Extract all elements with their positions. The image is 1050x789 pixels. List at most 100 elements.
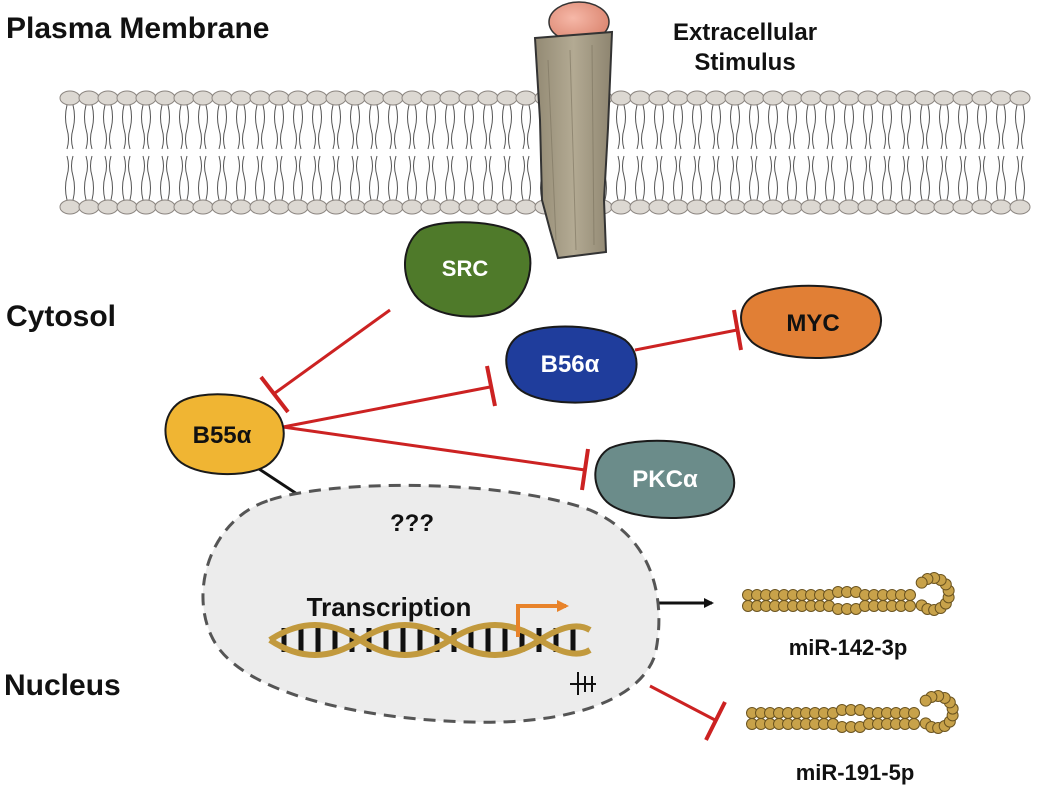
lipid-tails-lower [65, 155, 1025, 201]
lipid-head [1009, 90, 1031, 106]
lipid-head [477, 90, 499, 106]
lipid-head [857, 90, 879, 106]
lipid-tail [426, 155, 436, 201]
lipid-head [344, 199, 366, 215]
edge-b55-inhibits-b56 [282, 385, 491, 429]
node-src: SRC [403, 221, 532, 318]
lipid-head [819, 199, 841, 215]
lipid-head [135, 199, 157, 215]
lipid-tail [179, 155, 189, 201]
node-b56: B56α [505, 325, 638, 404]
mirna-bead [904, 589, 916, 601]
lipid-head [211, 90, 233, 106]
lipid-tail [692, 155, 702, 201]
lipid-head [515, 199, 537, 215]
lipid-tail [749, 104, 759, 150]
lipid-head [477, 199, 499, 215]
lipid-head [990, 199, 1012, 215]
lipid-tail [1015, 104, 1025, 150]
lipid-head [800, 199, 822, 215]
edges [249, 308, 743, 741]
src-shape [403, 221, 532, 318]
lipid-head [838, 199, 860, 215]
lipid-head [914, 199, 936, 215]
inhibition-bar-mir191 [704, 701, 727, 741]
lipid-tail [711, 104, 721, 150]
lipid-tail [787, 155, 797, 201]
edge-b55-inhibits-pkc [282, 425, 586, 472]
lipid-tail [84, 155, 94, 201]
mirna-bead [908, 718, 920, 730]
label-unknown-mechanism: ??? [390, 510, 434, 537]
lipid-tail [483, 155, 493, 201]
lipid-tail [863, 155, 873, 201]
lipid-tail [331, 104, 341, 150]
lipid-head [496, 199, 518, 215]
lipid-head [249, 199, 271, 215]
lipid-head [743, 90, 765, 106]
lipid-head [306, 199, 328, 215]
dna-strand-2 [268, 622, 592, 658]
lipid-head [952, 199, 974, 215]
lipid-head [116, 90, 138, 106]
lipid-tail [977, 104, 987, 150]
mir191-hairpin [746, 690, 959, 734]
lipid-head [914, 90, 936, 106]
label-mir142: miR-142-3p [789, 635, 908, 660]
lipid-tail [217, 155, 227, 201]
lipid-head [895, 90, 917, 106]
lipid-tail [198, 104, 208, 150]
lipid-tail [293, 155, 303, 201]
lipid-head [192, 90, 214, 106]
myc-shape [740, 284, 882, 359]
lipid-head [857, 199, 879, 215]
lipid-head [249, 90, 271, 106]
lipid-head [762, 199, 784, 215]
lipid-tail [958, 155, 968, 201]
mirna-bead [908, 707, 920, 719]
mirna-bead [904, 600, 916, 612]
lipid-tail [616, 155, 626, 201]
lipid-tail [388, 104, 398, 150]
lipid-head [724, 90, 746, 106]
lipid-head [287, 199, 309, 215]
lipid-head [705, 199, 727, 215]
lipid-tail [179, 104, 189, 150]
lipid-tail [635, 155, 645, 201]
lipid-tail [1015, 155, 1025, 201]
lipid-head [629, 90, 651, 106]
lipid-tail [312, 155, 322, 201]
lipid-head [781, 90, 803, 106]
lipid-tail [749, 155, 759, 201]
lipid-head [705, 90, 727, 106]
lipid-tail [768, 104, 778, 150]
lipid-head [686, 199, 708, 215]
lipid-tail [350, 104, 360, 150]
lipid-tail [806, 104, 816, 150]
lipid-head [439, 90, 461, 106]
promoter-arrow [516, 600, 569, 637]
lipid-tail [84, 104, 94, 150]
lipid-head [268, 90, 290, 106]
lipid-head [724, 199, 746, 215]
lipid-head [458, 90, 480, 106]
lipid-head [800, 90, 822, 106]
lipid-tail [445, 104, 455, 150]
lipid-head [933, 199, 955, 215]
lipid-tail [407, 104, 417, 150]
lipid-tail [844, 104, 854, 150]
label-cytosol: Cytosol [6, 300, 116, 333]
lipid-head [819, 90, 841, 106]
lipid-head [325, 90, 347, 106]
lipid-head [838, 90, 860, 106]
label-pkc: PKCα [632, 466, 698, 493]
pkc-shape [594, 439, 736, 519]
lipid-head [401, 90, 423, 106]
lipid-tail [122, 155, 132, 201]
lipid-tail [445, 155, 455, 201]
lipid-tail [616, 104, 626, 150]
inhibition-bar-b55-pkc [580, 448, 590, 491]
lipid-head [325, 199, 347, 215]
lipid-head [686, 90, 708, 106]
